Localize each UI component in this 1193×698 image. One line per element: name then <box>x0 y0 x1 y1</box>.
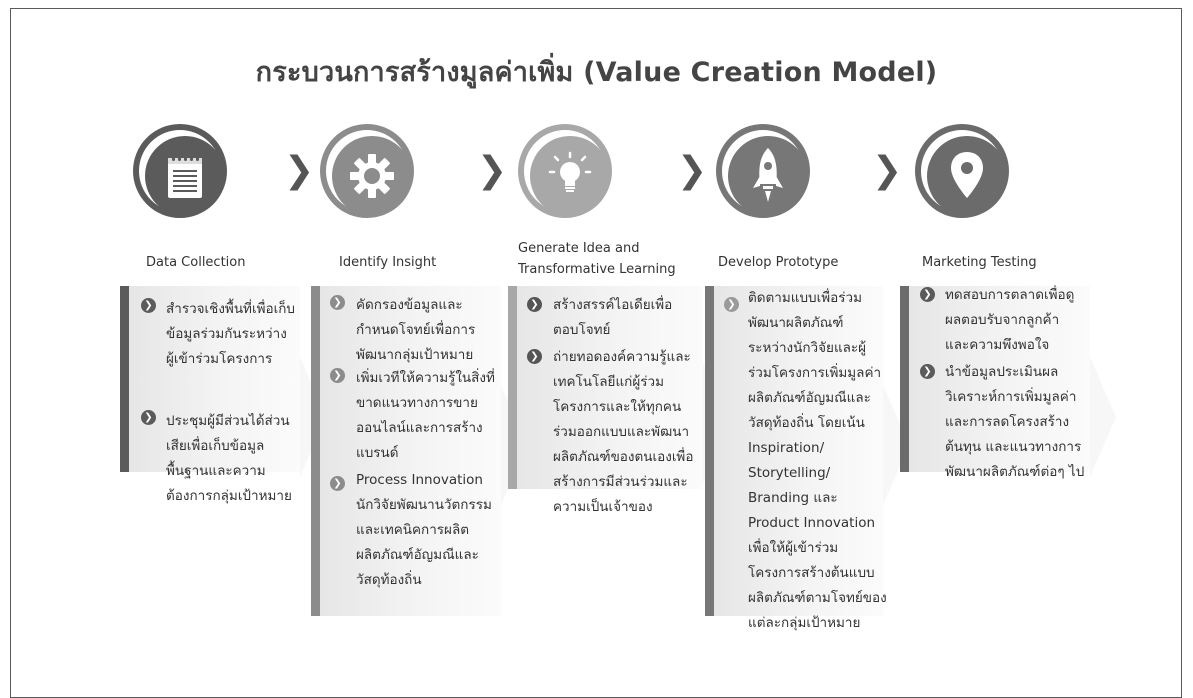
stage-3-item-1: สร้างสรรค์ไอเดียเพื่อ ตอบโจทย์ <box>553 297 673 338</box>
stage-2-item-3: Process Innovation นักวิจัยพัฒนานวัตกรรม… <box>356 472 492 588</box>
chevron-3: ❯ <box>677 150 708 191</box>
stage-1-circle <box>133 124 227 218</box>
chevron-1: ❯ <box>284 150 315 191</box>
rocket-icon <box>728 136 808 216</box>
stage-5-item-1: ทดสอบการตลาดเพื่อดู ผลตอบรับจากลูกค้า แล… <box>945 287 1075 353</box>
stage-1-bullet-1: ❯ <box>141 298 156 313</box>
chevron-4: ❯ <box>872 150 903 191</box>
stage-3-item-2: ถ่ายทอดองค์ความรู้และ เทคโนโลยีแก่ผู้ร่ว… <box>553 349 694 515</box>
stage-3-bullet-2: ❯ <box>527 349 542 364</box>
diagram-title: กระบวนการสร้างมูลค่าเพิ่ม (Value Creatio… <box>255 57 938 88</box>
stage-4-panel <box>705 286 909 616</box>
stage-5-circle <box>915 124 1009 218</box>
stage-2-bullet-3: ❯ <box>330 476 345 491</box>
stage-2-bullet-1: ❯ <box>330 295 345 310</box>
stage-5-item-2: นำข้อมูลประเมินผล วิเคราะห์การเพิ่มมูลค่… <box>945 364 1085 480</box>
stage-4-circle <box>716 124 810 218</box>
stage-2-item-1: คัดกรองข้อมูลและ กำหนดโจทย์เพื่อการ พัฒน… <box>356 297 476 363</box>
chevron-2: ❯ <box>477 150 508 191</box>
stage-3-circle <box>518 124 612 218</box>
stage-5-bullet-1: ❯ <box>920 287 935 302</box>
stage-2-label: Identify Insight <box>339 255 437 270</box>
stage-5-panel <box>900 286 1116 477</box>
stage-1-label: Data Collection <box>146 255 246 270</box>
stage-1-item-2: ประชุมผู้มีส่วนได้ส่วน เสียเพื่อเก็บข้อม… <box>166 413 292 504</box>
map-pin-icon <box>927 136 1007 216</box>
stage-5-label: Marketing Testing <box>922 255 1037 270</box>
stage-2-circle <box>320 124 414 218</box>
stage-4-label: Develop Prototype <box>718 255 839 270</box>
stage-3-label: Generate Idea and Transformative Learnin… <box>518 241 676 277</box>
gear-icon <box>332 136 412 216</box>
stage-3-bullet-1: ❯ <box>527 297 542 312</box>
stage-4-bullet-1: ❯ <box>724 297 739 312</box>
stage-1-item-1: สำรวจเชิงพื้นที่เพื่อเก็บ ข้อมูลร่วมกันร… <box>166 301 295 367</box>
notepad-icon <box>145 136 225 216</box>
lightbulb-icon <box>530 136 610 216</box>
stage-4-item-1: ติดตามแบบเพื่อร่วม พัฒนาผลิตภัณฑ์ ระหว่า… <box>748 290 887 631</box>
stage-2-bullet-2: ❯ <box>330 368 345 383</box>
stage-1-bullet-2: ❯ <box>141 410 156 425</box>
stage-5-bullet-2: ❯ <box>920 364 935 379</box>
stage-2-item-2: เพิ่มเวทีให้ความรู้ในสิ่งที่ ขาดแนวทางกา… <box>356 370 495 461</box>
